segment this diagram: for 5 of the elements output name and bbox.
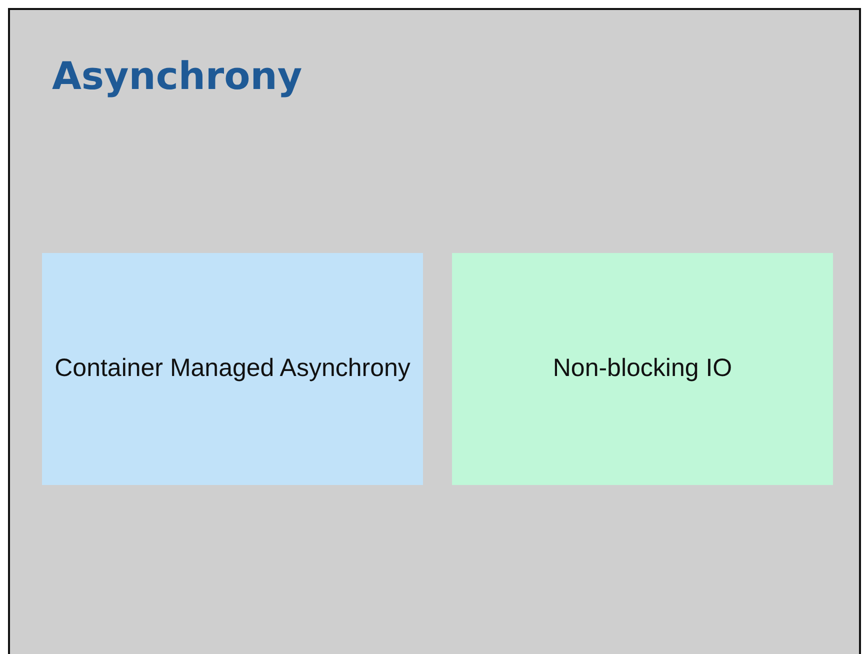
slide-title: Asynchrony — [52, 54, 302, 98]
box-label: Container Managed Asynchrony — [54, 353, 410, 384]
topic-box — [452, 253, 833, 485]
topic-box — [42, 253, 423, 485]
box-label: Non-blocking IO — [552, 353, 732, 384]
